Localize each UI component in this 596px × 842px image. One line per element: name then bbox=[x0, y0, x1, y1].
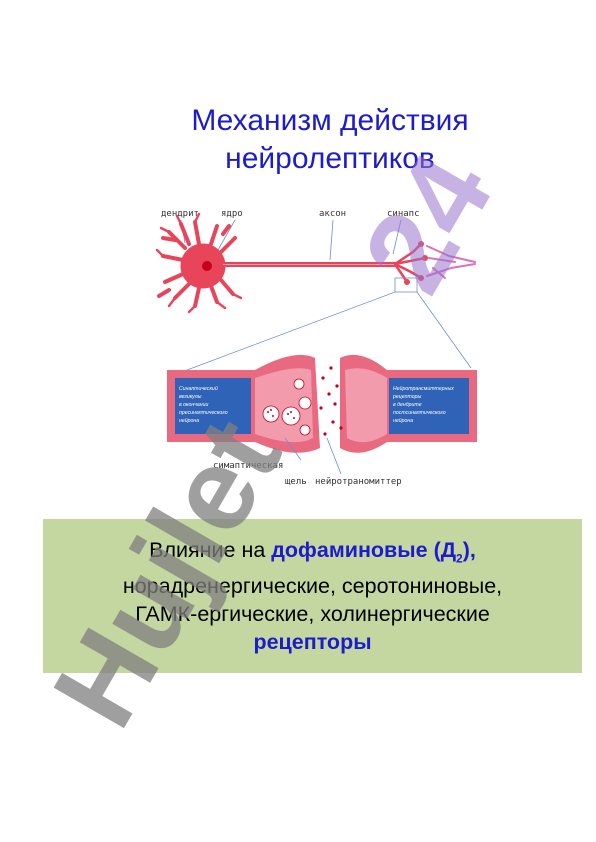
panel-line-1: Влияние на дофаминовые (Д2), bbox=[43, 536, 582, 572]
title-line-1: Механизм действия bbox=[191, 104, 469, 137]
axon-terminals bbox=[393, 242, 427, 284]
panel-line-4: рецепторы bbox=[253, 630, 372, 655]
info-panel-text: Влияние на дофаминовые (Д2), норадренерг… bbox=[43, 536, 582, 656]
dopamine-suffix: ), bbox=[462, 538, 476, 562]
neuron-diagram: дендрит ядро аксон синапс bbox=[155, 198, 485, 498]
dopamine-text: дофаминовые (Д bbox=[271, 538, 457, 562]
synapse-enlarged bbox=[167, 354, 477, 453]
label-nucleus: ядро bbox=[221, 209, 243, 219]
panel-prefix: Влияние на bbox=[149, 538, 272, 562]
right-box-line-2: рецепторы bbox=[392, 394, 422, 400]
info-panel bbox=[43, 519, 582, 673]
panel-highlight-dopamine: дофаминовые (Д2), bbox=[271, 538, 476, 566]
title-line-2: нейролептиков bbox=[225, 142, 435, 175]
label-synaptic: симаптическая bbox=[213, 461, 283, 471]
right-box-line-3: в дендрите bbox=[393, 402, 422, 408]
left-box-line-4: пресинаптического bbox=[179, 410, 228, 416]
slide-title: Механизм действия нейролептиков bbox=[130, 102, 530, 178]
left-box-line-5: нейрона bbox=[179, 417, 199, 424]
postsynaptic-dendrite bbox=[426, 245, 476, 279]
label-dendrite: дендрит bbox=[161, 209, 199, 219]
left-box-line-1: Синаптический bbox=[179, 385, 218, 392]
nucleus-dot bbox=[202, 261, 212, 271]
label-axon: аксон bbox=[319, 209, 346, 219]
presynaptic-box bbox=[175, 378, 251, 434]
label-neurotransmitter: нейротраномиттер bbox=[315, 477, 402, 487]
right-box-line-1: Нейротрансмиттерных bbox=[393, 385, 454, 392]
label-synapse: синапс bbox=[387, 209, 420, 219]
dopamine-subscript: 2 bbox=[456, 551, 463, 566]
right-box-line-4: постсинаптического bbox=[393, 410, 446, 416]
right-box-line-5: нейрона bbox=[393, 417, 413, 424]
panel-line-3: ГАМК-ергические, холинергические bbox=[135, 602, 490, 627]
label-cleft: щель bbox=[285, 477, 307, 487]
postsynaptic-box bbox=[389, 378, 469, 434]
left-box-line-2: везикулы bbox=[179, 394, 202, 400]
panel-line-2: норадренергические, серотониновые, bbox=[122, 574, 503, 599]
left-box-line-3: в окончании bbox=[179, 402, 209, 408]
